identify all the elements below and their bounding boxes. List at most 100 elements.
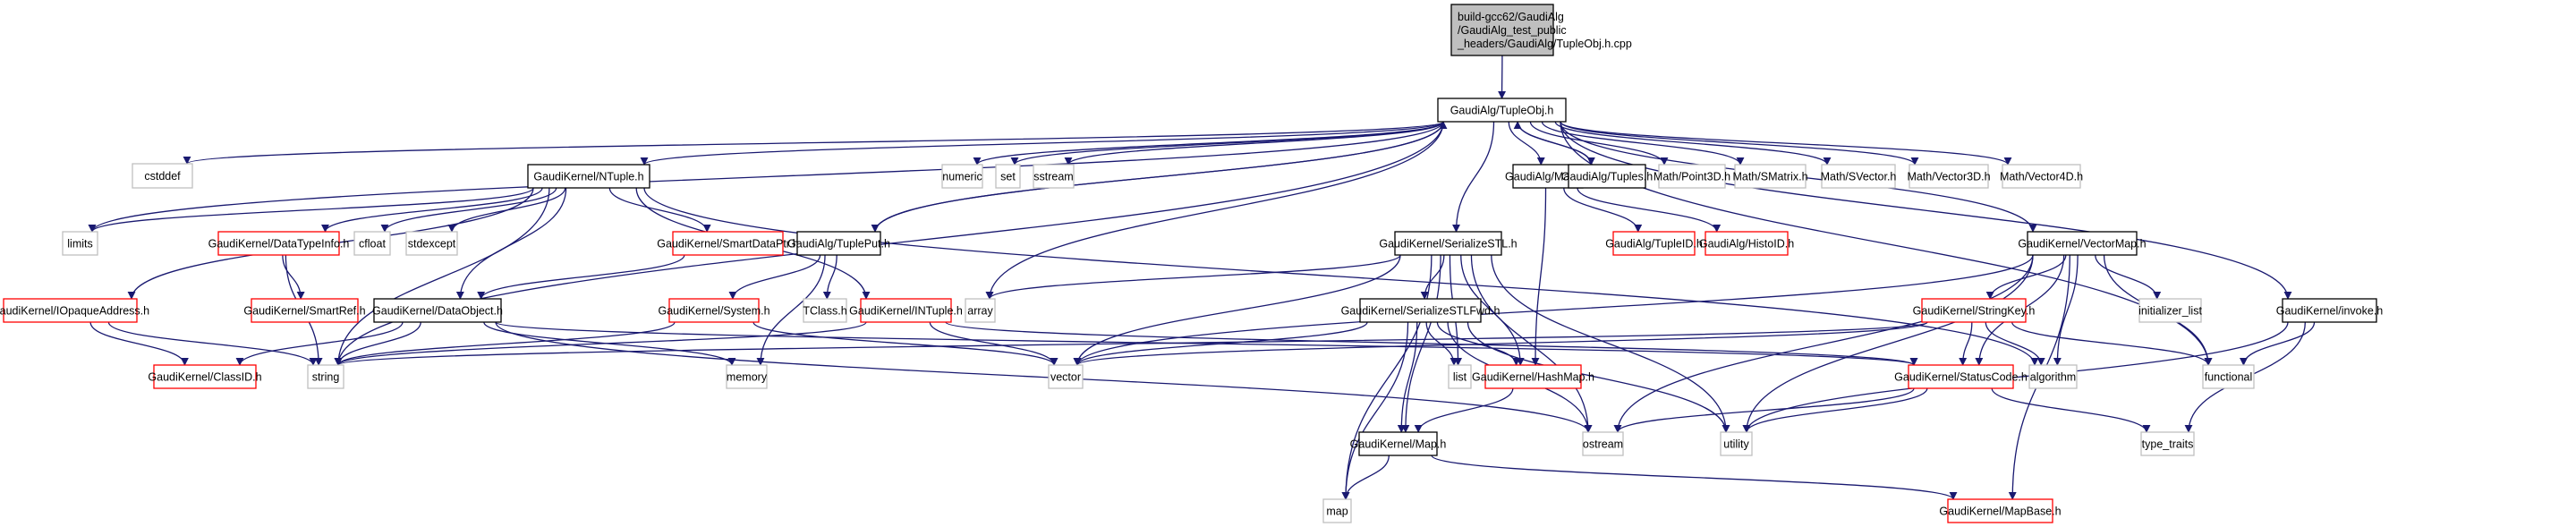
node-SerializeSTLFwd[interactable]: GaudiKernel/SerializeSTLFwd.h	[1341, 298, 1501, 323]
edge-SerializeSTL-to-SerializeSTLFwd	[1420, 254, 1445, 300]
node-label: stdexcept	[408, 238, 456, 251]
edge-path	[874, 121, 1448, 233]
node-numeric: numeric	[941, 164, 983, 189]
node-ostream: ostream	[1582, 431, 1624, 456]
node-ClassID[interactable]: GaudiKernel/ClassID.h	[148, 364, 262, 389]
edge-path	[1341, 455, 1390, 500]
edge-path	[1508, 121, 1545, 166]
edge-SerializeSTLFwd-to-map	[1341, 321, 1409, 500]
node-set: set	[995, 164, 1021, 189]
edge-SerializeSTLFwd-to-list	[1425, 321, 1458, 366]
edge-path	[1613, 254, 2034, 433]
node-box	[860, 298, 952, 323]
node-StringKey[interactable]: GaudiKernel/StringKey.h	[1913, 298, 2036, 323]
edge-path	[1414, 387, 1514, 433]
node-invoke[interactable]: GaudiKernel/invoke.h	[2276, 298, 2384, 323]
node-SmartDataPtr[interactable]: GaudiKernel/SmartDataPtr.h	[657, 231, 799, 256]
edge-path	[455, 187, 567, 300]
node-box	[353, 231, 391, 256]
edge-Maps-to-HashMap	[1531, 187, 1547, 366]
node-box	[62, 231, 98, 256]
node-label: Math/Vector3D.h	[1907, 171, 1990, 183]
edge-path	[1577, 187, 1722, 233]
node-StatusCode[interactable]: GaudiKernel/StatusCode.h	[1894, 364, 2028, 389]
edge-IOpaqueAddress-to-ClassID	[89, 321, 189, 366]
edge-TupleObj-to-Point3D	[1529, 121, 1669, 166]
edge-path	[1613, 387, 1915, 433]
edge-invoke-to-utility	[1742, 321, 2289, 433]
node-SerializeSTL[interactable]: GaudiKernel/SerializeSTL.h	[1379, 231, 1518, 256]
node-label: array	[967, 305, 993, 318]
edge-TuplePut-to-System	[728, 254, 821, 300]
node-System[interactable]: GaudiKernel/System.h	[658, 298, 770, 323]
node-limits: limits	[62, 231, 98, 256]
node-MapBase[interactable]: GaudiKernel/MapBase.h	[1939, 498, 2062, 523]
edge-NTuple-to-limits	[88, 187, 534, 233]
node-Tuples[interactable]: GaudiAlg/Tuples.h	[1561, 164, 1653, 189]
node-TupleID[interactable]: GaudiAlg/TupleID.h	[1605, 231, 1703, 256]
edge-SmartDataPtr-to-DataObject	[477, 254, 685, 300]
node-label: GaudiKernel/SerializeSTL.h	[1379, 238, 1517, 251]
node-label: algorithm	[2030, 371, 2076, 384]
node-SmartRef[interactable]: GaudiKernel/SmartRef.h	[243, 298, 366, 323]
edge-path	[2011, 321, 2213, 366]
node-label: GaudiKernel/INTuple.h	[849, 305, 963, 318]
node-box	[995, 164, 1021, 189]
edge-path	[1560, 121, 1919, 166]
node-label: ostream	[1583, 438, 1623, 451]
node-label: vector	[1050, 371, 1081, 384]
edge-path	[88, 121, 1444, 233]
edge-TupleObj-to-sstream	[1064, 121, 1444, 166]
node-label: GaudiKernel/StringKey.h	[1913, 305, 2036, 318]
node-box	[965, 298, 996, 323]
node-VectorMap[interactable]: GaudiKernel/VectorMap.h	[2018, 231, 2147, 256]
node-label: TClass.h	[803, 305, 846, 318]
node-IOpaqueAddress[interactable]: GaudiKernel/IOpaqueAddress.h	[0, 298, 149, 323]
node-Map[interactable]: GaudiKernel/Map.h	[1350, 431, 1447, 456]
node-HistoID[interactable]: GaudiAlg/HistoID.h	[1699, 231, 1794, 256]
node-label: cstddef	[144, 170, 181, 183]
node-box	[1448, 364, 1472, 389]
edge-path	[1491, 254, 1730, 433]
node-box	[251, 298, 359, 323]
node-label: GaudiAlg/HistoID.h	[1699, 238, 1794, 251]
node-label: Math/SMatrix.h	[1732, 171, 1807, 183]
edge-path	[89, 321, 189, 366]
node-label: Math/Point3D.h	[1654, 171, 1730, 183]
edge-NTuple-to-algorithm	[643, 187, 2039, 366]
edge-path	[1470, 254, 1593, 433]
node-INTuple[interactable]: GaudiKernel/INTuple.h	[849, 298, 963, 323]
node-NTuple[interactable]: GaudiKernel/NTuple.h	[527, 164, 650, 189]
edge-path	[822, 254, 837, 300]
edge-SerializeSTLFwd-to-Map	[1397, 321, 1418, 433]
edge-NTuple-to-SmartDataPtr	[608, 187, 711, 233]
edge-StringKey-to-string	[335, 321, 1928, 366]
edge-Maps-to-HistoID	[1577, 187, 1722, 233]
node-label: GaudiKernel/DataTypeInfo.h	[208, 238, 350, 251]
node-DataTypeInfo[interactable]: GaudiKernel/DataTypeInfo.h	[208, 231, 350, 256]
node-box	[1394, 231, 1502, 256]
node-cfloat: cfloat	[353, 231, 391, 256]
edge-layer	[88, 55, 2316, 500]
node-cstddef: cstddef	[132, 163, 193, 189]
edge-path	[608, 187, 711, 233]
node-box	[3, 298, 138, 323]
node-label: GaudiKernel/Map.h	[1350, 438, 1447, 451]
node-SMatrix: Math/SMatrix.h	[1732, 164, 1808, 189]
node-root[interactable]: build-gcc62/GaudiAlg/GaudiAlg_test_publi…	[1450, 4, 1632, 56]
node-DataObject[interactable]: GaudiKernel/DataObject.h	[372, 298, 503, 323]
edge-StatusCode-to-utility	[1742, 387, 1928, 433]
node-label: initializer_list	[2138, 305, 2202, 318]
edge-TuplePut-to-TClass	[822, 254, 837, 300]
node-TupleObj[interactable]: GaudiAlg/TupleObj.h	[1437, 98, 1567, 123]
edge-path	[107, 321, 318, 366]
node-box	[1909, 164, 1989, 189]
edge-path	[495, 321, 1593, 433]
node-HashMap[interactable]: GaudiKernel/HashMap.h	[1472, 364, 1594, 389]
node-box	[1658, 164, 1726, 189]
node-Vector4D: Math/Vector4D.h	[2000, 164, 2083, 189]
node-TuplePut[interactable]: GaudiAlg/TuplePut.h	[787, 231, 890, 256]
edge-path	[1563, 187, 1643, 233]
edge-path	[477, 254, 685, 300]
